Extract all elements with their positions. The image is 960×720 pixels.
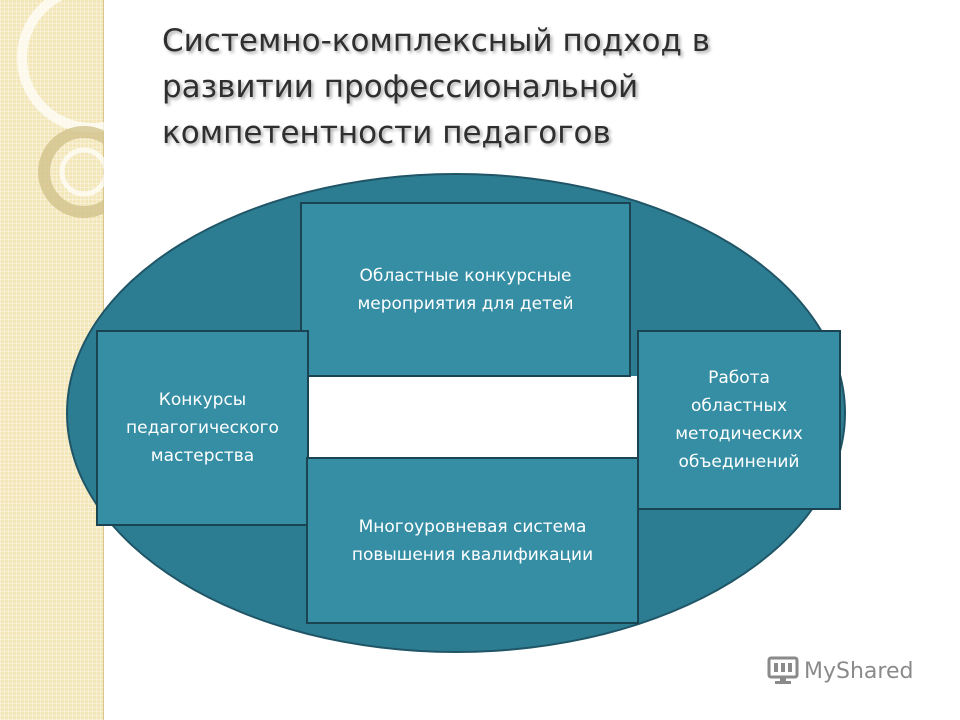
decorative-rings	[17, 0, 104, 218]
node-pedagogical-skill-contests: Конкурсы педагогического мастерства	[96, 330, 309, 526]
slide-title: Системно-комплексный подход в развитии п…	[162, 23, 711, 151]
node-regional-competitions-children: Областные конкурсные мероприятия для дет…	[300, 202, 631, 377]
watermark-text: MyShared	[804, 658, 914, 684]
node-label: Многоуровневая система повышения квалифи…	[351, 517, 594, 565]
node-label: Конкурсы педагогического мастерства	[126, 390, 279, 466]
node-label: Областные конкурсные мероприятия для дет…	[357, 266, 574, 314]
node-methodical-associations: Работа областных методических объединени…	[637, 330, 841, 510]
center-gap	[309, 376, 637, 458]
myshared-watermark: MyShared	[766, 656, 913, 686]
node-label: Работа областных методических объединени…	[675, 368, 803, 472]
monitor-logo-icon	[767, 656, 799, 684]
node-multilevel-qualification: Многоуровневая система повышения квалифи…	[306, 457, 639, 624]
